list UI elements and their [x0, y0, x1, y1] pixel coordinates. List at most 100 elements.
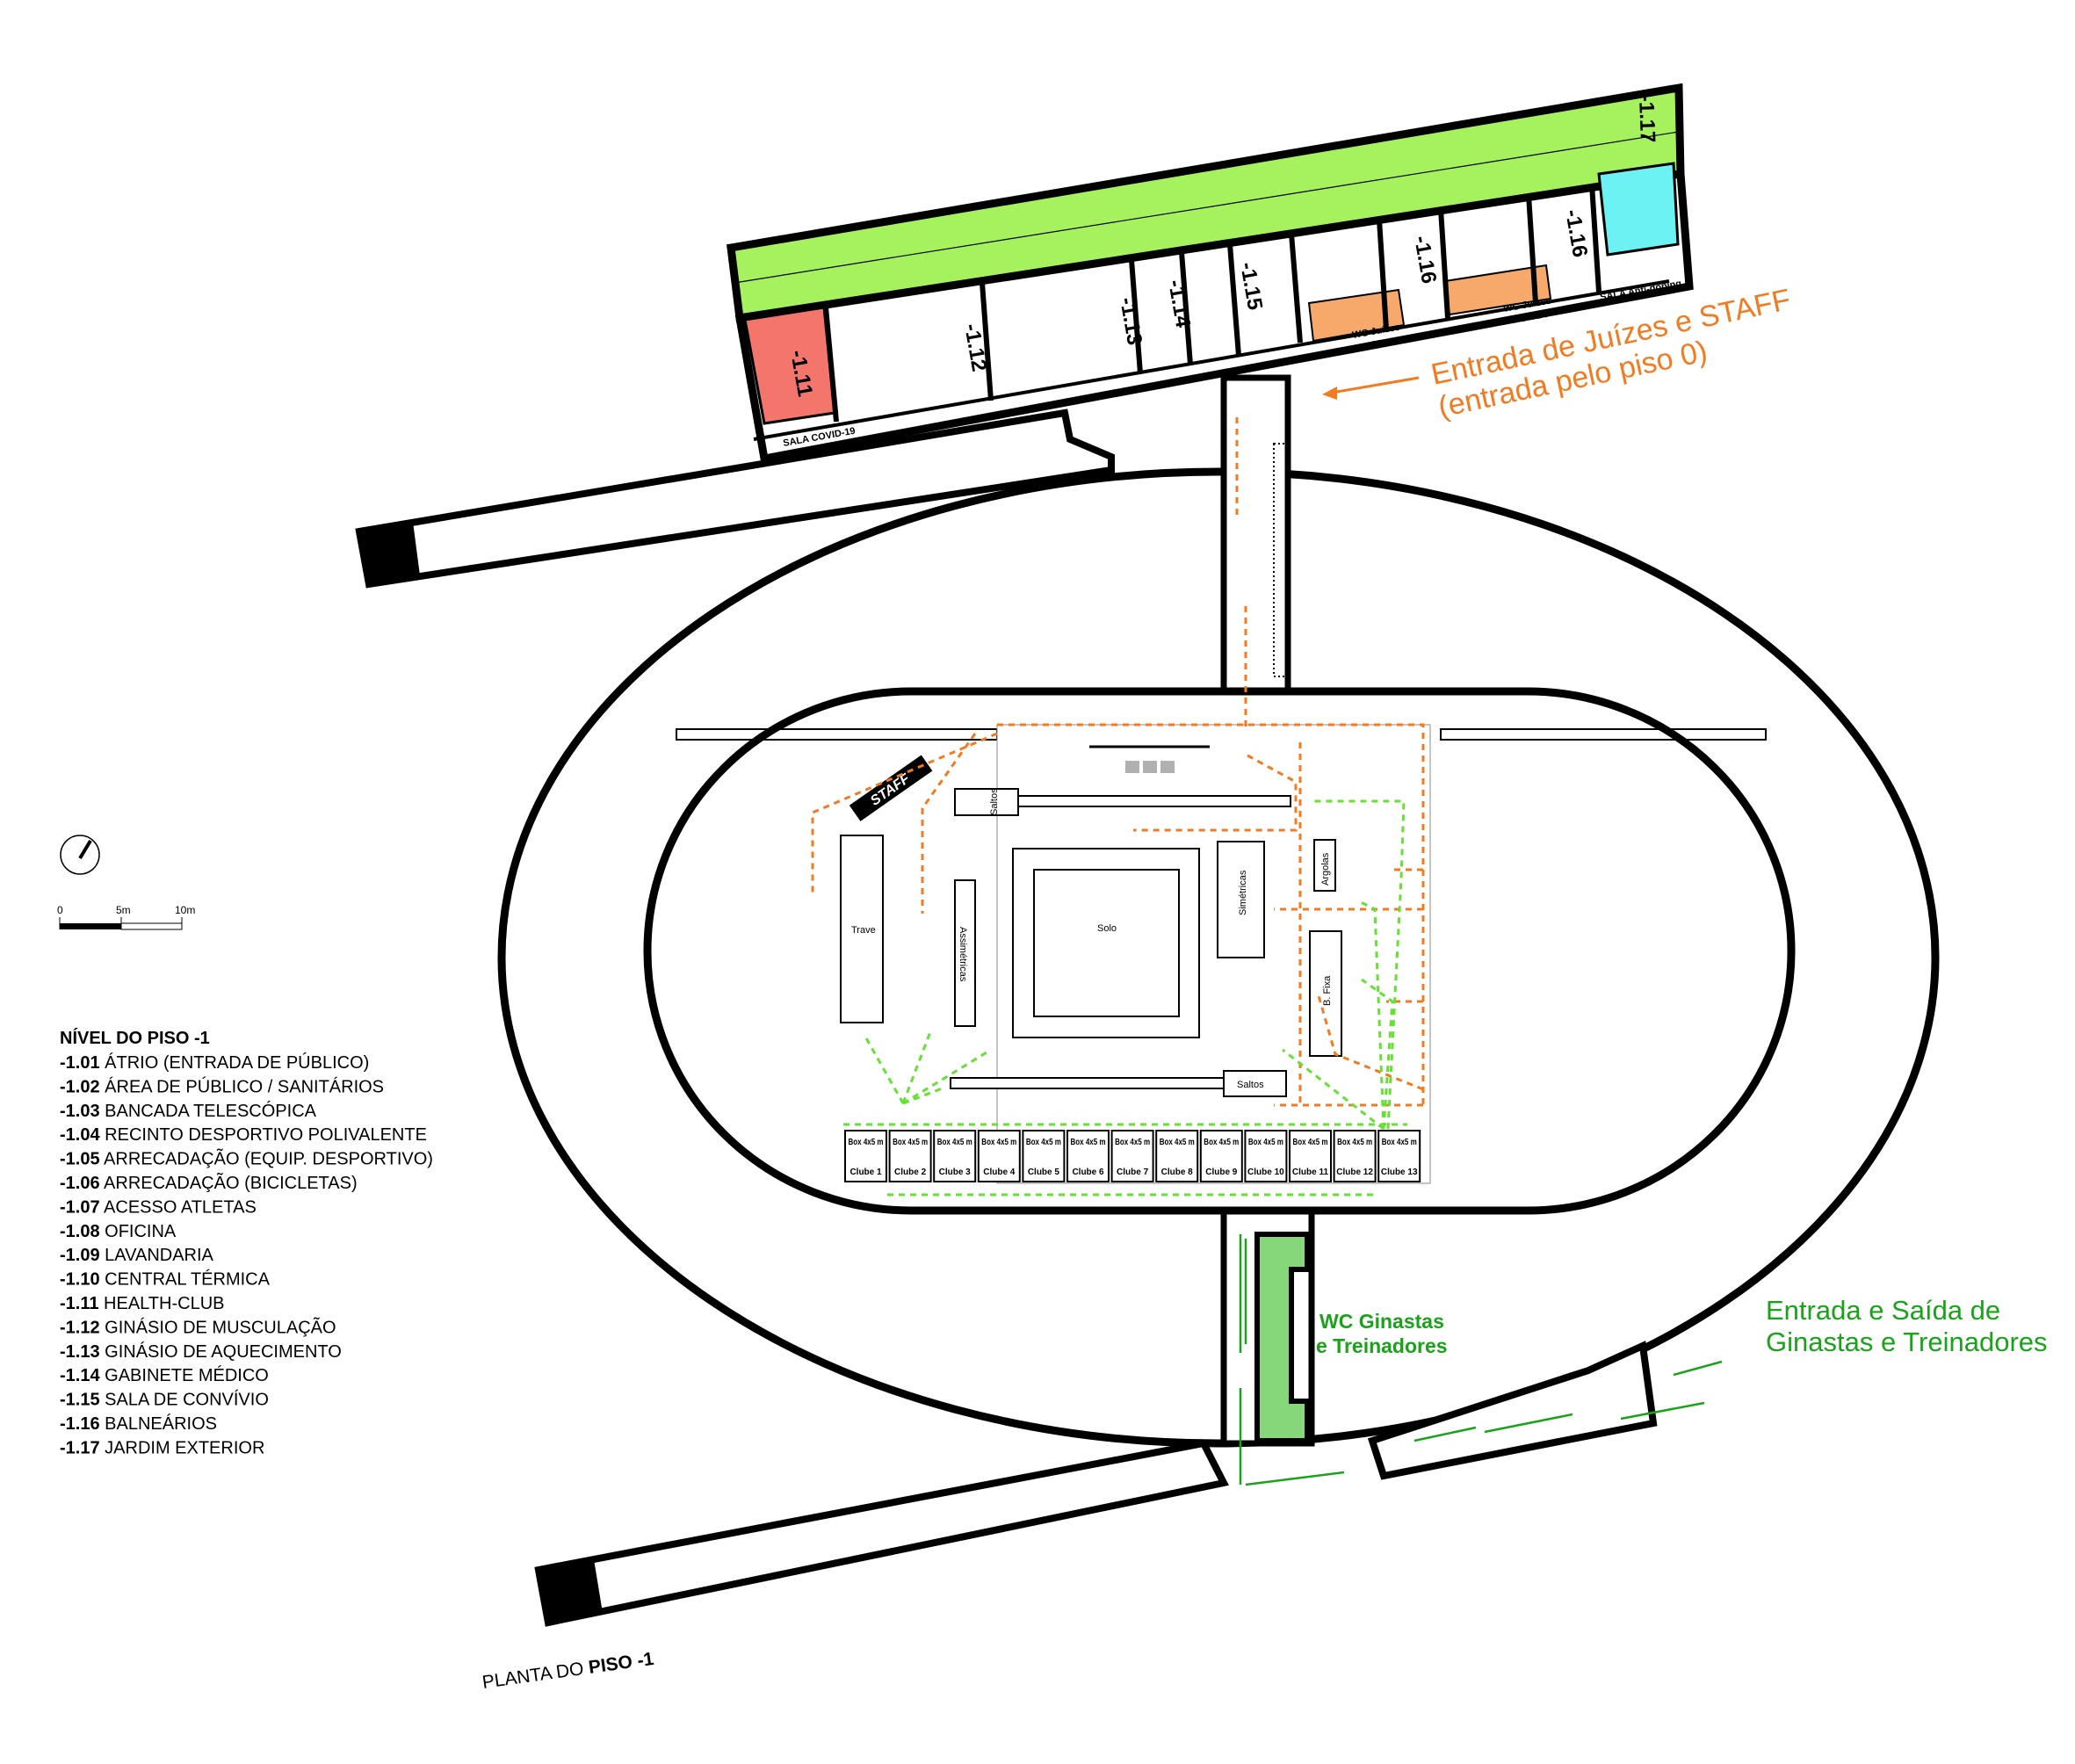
- high-bar-label: B. Fixa: [1322, 975, 1333, 1006]
- scale-tick-0: 0: [57, 904, 63, 916]
- club-boxes: Box 4x5 m Clube 1 Box 4x5 m Clube 2 Box 4x5 …: [844, 1130, 1421, 1182]
- legend-item: -1.02 ÁREA DE PÚBLICO / SANITÁRIOS: [60, 1076, 384, 1096]
- legend-item: -1.07 ACESSO ATLETAS: [60, 1197, 257, 1217]
- staff-routes: [811, 417, 1425, 1107]
- legend-item: -1.10 CENTRAL TÉRMICA: [60, 1269, 271, 1290]
- antidoping-room: [1597, 162, 1680, 257]
- club-box: Box 4x5 m Clube 6: [1066, 1130, 1110, 1182]
- club-box: Box 4x5 m Clube 5: [1022, 1130, 1066, 1182]
- club-box: Box 4x5 m Clube 3: [933, 1130, 977, 1182]
- south-exit-wall: [1367, 1341, 1658, 1480]
- vault-bottom-label: Saltos: [1237, 1080, 1264, 1090]
- legend-item: -1.06 ARRECADAÇÃO (BICICLETAS): [60, 1172, 358, 1193]
- club-box-outline: [977, 1130, 1021, 1182]
- floor-exercise-label: Solo: [1097, 923, 1117, 934]
- annex-building: -1.11 -1.12 -1.13 -1.14 -1.15 -1.16 -1.1…: [726, 83, 1694, 464]
- beam: [840, 835, 884, 1023]
- club-box-outline: [1377, 1130, 1421, 1182]
- club-box: Box 4x5 m Clube 12: [1333, 1130, 1377, 1182]
- club-box-size: Box 4x5 m: [1204, 1138, 1239, 1147]
- club-box-club: Clube 12: [1336, 1168, 1373, 1177]
- legend-item: -1.04 RECINTO DESPORTIVO POLIVALENTE: [60, 1125, 427, 1145]
- vault-top-table: [954, 788, 1019, 816]
- club-box-outline: [1244, 1130, 1288, 1182]
- club-box-size: Box 4x5 m: [1382, 1138, 1417, 1147]
- upper-ramp-end: [359, 522, 420, 584]
- club-box-club: Clube 7: [1117, 1168, 1149, 1177]
- uneven-bars-label: Assimétricas: [958, 927, 968, 982]
- gymnast-entry-label-2: Ginastas e Treinadores: [1766, 1327, 2048, 1357]
- club-box-size: Box 4x5 m: [849, 1138, 884, 1147]
- gymnast-entry-label-1: Entrada e Saída de: [1766, 1295, 2000, 1326]
- club-box-size: Box 4x5 m: [1071, 1138, 1106, 1147]
- outer-oval-wall: [497, 467, 1940, 1448]
- club-box-outline: [1199, 1130, 1243, 1182]
- telescopic-stand-right: [1440, 728, 1767, 741]
- club-box-club: Clube 6: [1072, 1168, 1104, 1177]
- club-box-outline: [1155, 1130, 1199, 1182]
- rings: [1313, 839, 1336, 892]
- parallel-bars-label: Simétricas: [1238, 870, 1248, 915]
- club-box-club: Clube 2: [894, 1168, 927, 1177]
- lower-ramp-end: [539, 1559, 603, 1623]
- rings-label: Argolas: [1320, 852, 1331, 886]
- club-box-outline: [1110, 1130, 1154, 1182]
- club-box: Box 4x5 m Clube 7: [1110, 1130, 1154, 1182]
- legend-item: -1.12 GINÁSIO DE MUSCULAÇÃO: [60, 1316, 336, 1337]
- club-box-club: Clube 9: [1205, 1168, 1238, 1177]
- vault-bottom-table: [1223, 1070, 1287, 1097]
- legend-item: -1.17 JARDIM EXTERIOR: [60, 1438, 264, 1457]
- room-legend: NÍVEL DO PISO -1 -1.01 ÁTRIO (ENTRADA DE…: [60, 1028, 433, 1457]
- legend-item: -1.01 ÁTRIO (ENTRADA DE PÚBLICO): [60, 1052, 369, 1073]
- high-bar: [1309, 930, 1342, 1057]
- club-box-outline: [1066, 1130, 1110, 1182]
- scale-tick-10: 10m: [175, 904, 195, 916]
- club-box-size: Box 4x5 m: [1026, 1138, 1061, 1147]
- legend-item: -1.15 SALA DE CONVÍVIO: [60, 1390, 269, 1410]
- lower-ramp: [534, 1439, 1229, 1627]
- club-box-club: Clube 1: [850, 1168, 882, 1177]
- club-box-size: Box 4x5 m: [1337, 1138, 1372, 1147]
- vault-bottom-runway: [950, 1077, 1225, 1089]
- beam-label: Trave: [851, 925, 876, 936]
- wc-staff-1: [1307, 288, 1406, 343]
- club-box-size: Box 4x5 m: [1115, 1138, 1150, 1147]
- legend-item: -1.05 ARRECADAÇÃO (EQUIP. DESPORTIVO): [60, 1148, 433, 1169]
- legend-item: -1.08 OFICINA: [60, 1222, 177, 1241]
- legend-item: -1.11 HEALTH-CLUB: [60, 1294, 224, 1313]
- wc-gymnasts-room: [1254, 1232, 1310, 1443]
- floor-exercise-inner: [1033, 869, 1180, 1017]
- north-arrow-icon: [60, 835, 100, 875]
- legend-item: -1.09 LAVANDARIA: [60, 1246, 214, 1265]
- club-box-outline: [1022, 1130, 1066, 1182]
- legend-item: -1.14 GABINETE MÉDICO: [60, 1365, 269, 1385]
- club-box-club: Clube 10: [1247, 1168, 1284, 1177]
- wc-gymnasts-label-2: e Treinadores: [1316, 1334, 1448, 1357]
- north-corridor: [1220, 374, 1291, 698]
- club-box-outline: [933, 1130, 977, 1182]
- club-box-club: Clube 11: [1292, 1168, 1329, 1177]
- club-box-size: Box 4x5 m: [1293, 1138, 1328, 1147]
- uneven-bars: [954, 879, 976, 1027]
- club-box-size: Box 4x5 m: [1160, 1138, 1195, 1147]
- equipment-layout: Saltos Trave Assimétricas Solo Simétrica…: [840, 755, 1342, 1097]
- vault-top-label: Saltos: [989, 788, 1000, 815]
- club-box-size: Box 4x5 m: [937, 1138, 972, 1147]
- club-box-club: Clube 3: [939, 1168, 972, 1177]
- club-box: Box 4x5 m Clube 11: [1289, 1130, 1332, 1182]
- scale-tick-5: 5m: [116, 904, 131, 916]
- wc-gymnasts-label-1: WC Ginastas: [1319, 1310, 1444, 1333]
- gymnast-routes: [843, 799, 1723, 1486]
- scale-bar: 0 5m 10m: [57, 904, 195, 930]
- club-box: Box 4x5 m Clube 9: [1199, 1130, 1243, 1182]
- building-body: [734, 169, 1694, 464]
- club-box-club: Clube 5: [1028, 1168, 1060, 1177]
- legend-item: -1.16 BALNEÁRIOS: [60, 1413, 217, 1434]
- legend-item: -1.03 BANCADA TELESCÓPICA: [60, 1101, 317, 1121]
- club-box: Box 4x5 m Clube 1: [844, 1130, 887, 1182]
